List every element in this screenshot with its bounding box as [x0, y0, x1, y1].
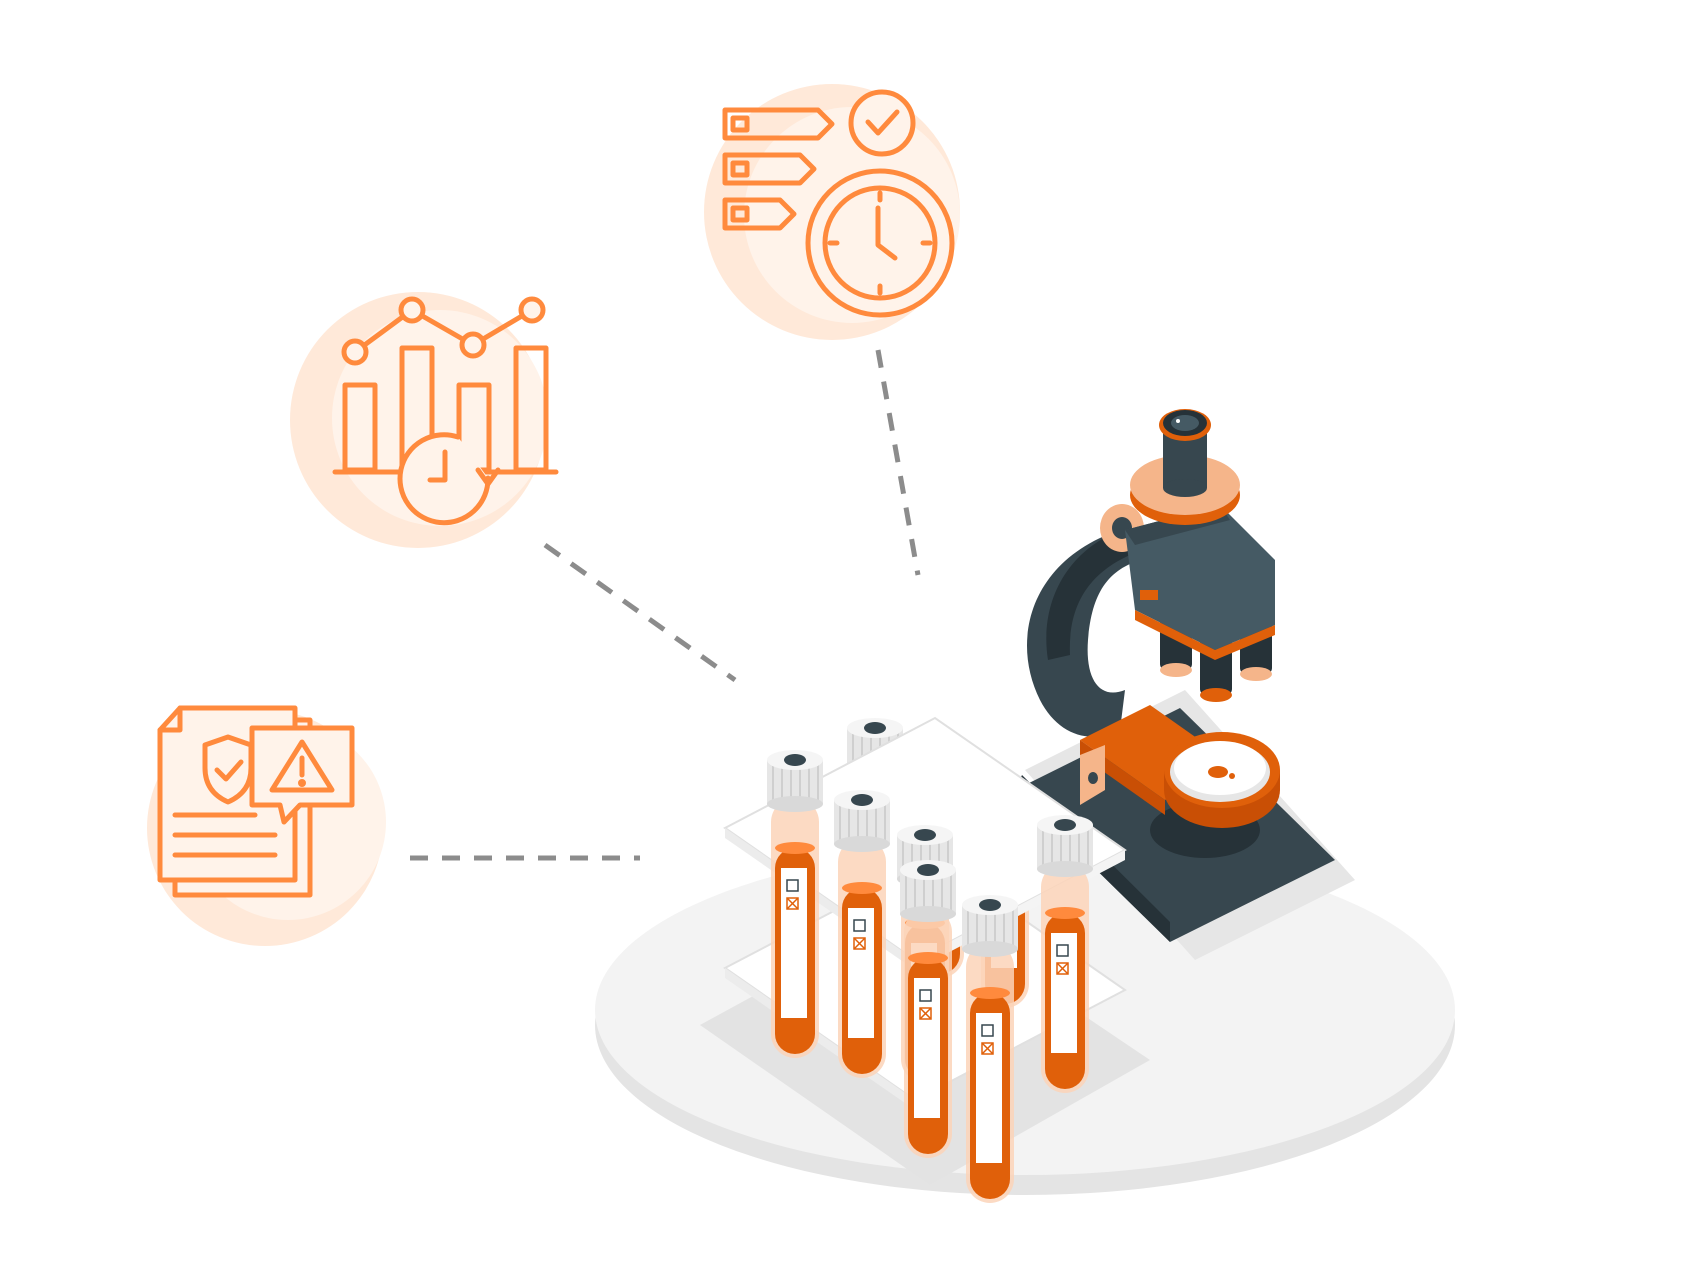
test-tube-rack: [700, 716, 1150, 1203]
checklist-with-clock-icon: [704, 84, 960, 340]
test-tube: [900, 860, 956, 1158]
test-tube: [834, 790, 890, 1078]
bar-chart-with-clock-icon: [290, 292, 559, 548]
test-tube: [962, 895, 1018, 1203]
connector-chart: [543, 542, 737, 683]
microscope: [1015, 409, 1355, 960]
test-tube: [767, 750, 823, 1058]
document-shield-warning-icon: [147, 705, 386, 946]
test-tubes: [723, 716, 1127, 1203]
connector-schedule: [875, 349, 921, 576]
test-tube: [1037, 815, 1093, 1093]
connectors: [410, 349, 921, 861]
